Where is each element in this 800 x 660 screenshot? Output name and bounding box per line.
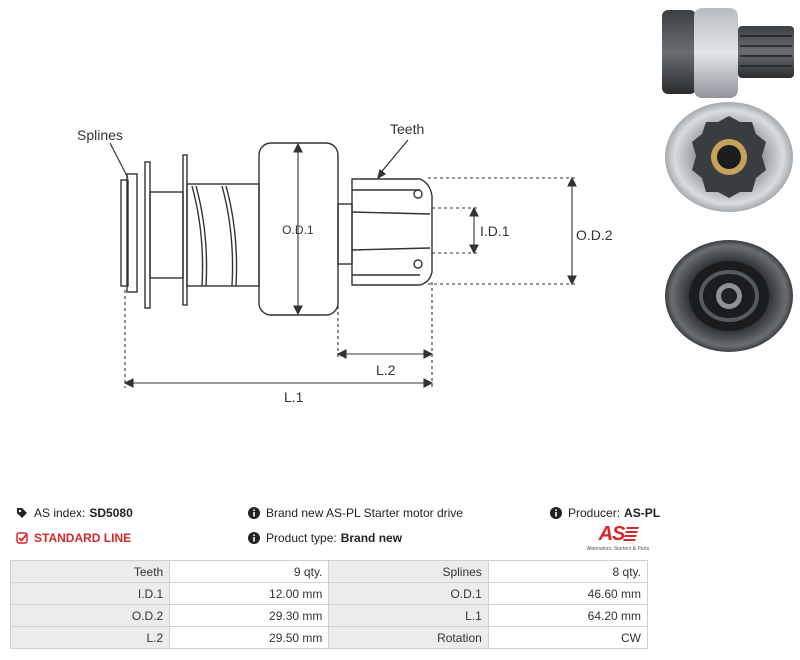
standard-line-label: STANDARD LINE bbox=[34, 531, 132, 545]
spec-value: 9 qty. bbox=[169, 560, 330, 583]
spec-value: 46.60 mm bbox=[487, 582, 649, 605]
od1-arrow-top bbox=[293, 142, 303, 153]
pinion-tooth-line bbox=[351, 211, 431, 215]
spring-coil bbox=[195, 185, 208, 287]
producer-value: AS-PL bbox=[624, 506, 661, 520]
spring-coil bbox=[225, 185, 238, 287]
logo-tagline: Alternators, Starters & Parts bbox=[586, 546, 650, 552]
teeth-label: Teeth bbox=[390, 121, 424, 137]
id1-arrow-top bbox=[469, 206, 479, 217]
splines-leader bbox=[109, 142, 129, 179]
od2-label: O.D.2 bbox=[576, 227, 613, 243]
spec-label: Rotation bbox=[328, 626, 489, 649]
splines-end-plate bbox=[120, 179, 129, 287]
l1-label: L.1 bbox=[284, 389, 304, 405]
spec-label: O.D.1 bbox=[328, 582, 489, 605]
id1-label: I.D.1 bbox=[480, 223, 510, 239]
spec-label: L.1 bbox=[328, 604, 489, 627]
as-index-label: AS index: bbox=[34, 506, 86, 520]
spec-label: Teeth bbox=[9, 560, 171, 583]
pinion-tooth-tip bbox=[413, 189, 423, 199]
producer: Producer: AS-PL bbox=[550, 506, 660, 520]
tag-icon bbox=[17, 508, 27, 518]
teeth-leader bbox=[377, 139, 409, 177]
od1-arrow-bottom bbox=[293, 305, 303, 316]
spec-label: Splines bbox=[328, 560, 489, 583]
product-type-label: Product type: bbox=[266, 531, 337, 545]
technical-drawing: Splines Teeth O.D.1 I.D.1 O.D.2 L.2 L.1 bbox=[77, 121, 613, 405]
pinion-tooth-line bbox=[351, 247, 431, 251]
product-description: Brand new AS-PL Starter motor drive bbox=[248, 506, 463, 520]
teeth-leader-arrow bbox=[377, 168, 387, 180]
od2-arrow-top bbox=[567, 176, 577, 187]
splines-label: Splines bbox=[77, 127, 123, 143]
as-index: AS index: SD5080 bbox=[16, 506, 133, 520]
pinion-tooth-tip bbox=[413, 259, 423, 269]
checkbox-checked-icon bbox=[16, 532, 28, 544]
spec-value: CW bbox=[487, 626, 649, 649]
pinion-shaft bbox=[337, 203, 353, 265]
producer-label: Producer: bbox=[568, 506, 621, 520]
drive-flange bbox=[144, 161, 151, 309]
spring-sleeve bbox=[186, 183, 260, 287]
product-photo-side bbox=[662, 8, 794, 98]
spec-label: L.2 bbox=[9, 626, 171, 649]
spec-value: 12.00 mm bbox=[169, 582, 330, 605]
id1-arrow-bottom bbox=[469, 244, 479, 255]
standard-line: STANDARD LINE bbox=[16, 531, 131, 545]
spec-value: 29.30 mm bbox=[169, 604, 330, 627]
info-icon bbox=[248, 532, 260, 544]
pinion-gear bbox=[351, 178, 433, 286]
info-icon bbox=[550, 507, 562, 519]
product-photo-front bbox=[665, 102, 793, 212]
spec-value: 8 qty. bbox=[487, 560, 649, 583]
info-icon bbox=[248, 507, 260, 519]
l1-arrow-left bbox=[123, 378, 134, 388]
l2-arrow-right bbox=[423, 349, 434, 359]
spec-label: O.D.2 bbox=[9, 604, 171, 627]
l2-label: L.2 bbox=[376, 362, 396, 378]
l2-arrow-left bbox=[336, 349, 347, 359]
as-index-value: SD5080 bbox=[89, 506, 133, 520]
od2-arrow-bottom bbox=[567, 275, 577, 286]
drive-hub bbox=[149, 191, 184, 279]
spec-value: 29.50 mm bbox=[169, 626, 330, 649]
product-type: Product type: Brand new bbox=[248, 531, 402, 545]
spec-value: 64.20 mm bbox=[487, 604, 649, 627]
logo-stripes bbox=[623, 527, 640, 541]
description-text: Brand new AS-PL Starter motor drive bbox=[266, 506, 463, 520]
product-type-value: Brand new bbox=[340, 531, 403, 545]
spring-coil bbox=[221, 185, 234, 287]
spec-label: I.D.1 bbox=[9, 582, 171, 605]
as-pl-logo: AS Alternators, Starters & Parts bbox=[584, 522, 652, 556]
od1-label: O.D.1 bbox=[282, 223, 314, 237]
logo-mark: AS bbox=[598, 523, 626, 545]
splines-end-flange bbox=[126, 173, 138, 293]
l1-arrow-right bbox=[423, 378, 434, 388]
product-photo-back bbox=[665, 240, 793, 352]
spring-coil bbox=[191, 185, 204, 287]
